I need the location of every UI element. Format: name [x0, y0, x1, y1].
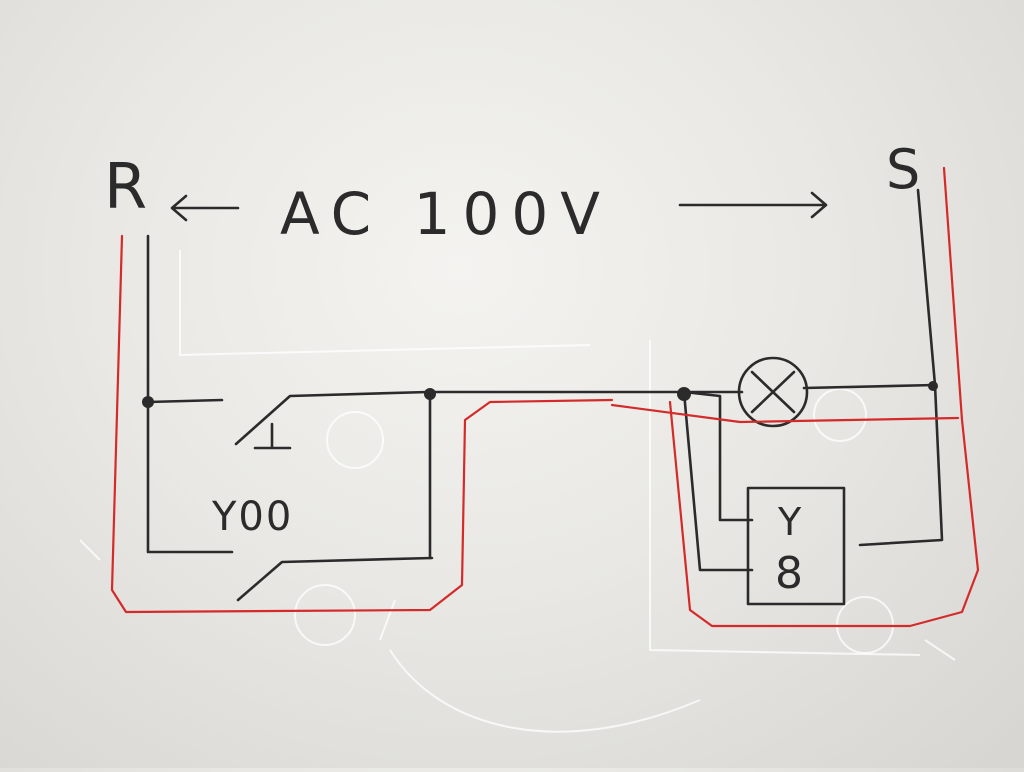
junction-nodes: [142, 381, 938, 408]
right-arrow: [678, 191, 828, 219]
switch-2-top-label: Y: [777, 500, 802, 544]
lamp-symbol: [737, 356, 809, 428]
switch-2-bottom-label: 8: [775, 548, 803, 599]
paper-impressions: [79, 250, 956, 733]
black-wires: [146, 188, 944, 602]
switch-1-label: Y00: [211, 494, 293, 540]
left-arrow: [170, 194, 240, 222]
red-wires: [110, 166, 980, 628]
switch-2-box: Y 8: [746, 486, 846, 606]
supply-voltage-label: AC 100V: [280, 180, 612, 248]
terminal-s-label: S: [886, 138, 920, 201]
terminal-r-label: R: [104, 150, 147, 223]
